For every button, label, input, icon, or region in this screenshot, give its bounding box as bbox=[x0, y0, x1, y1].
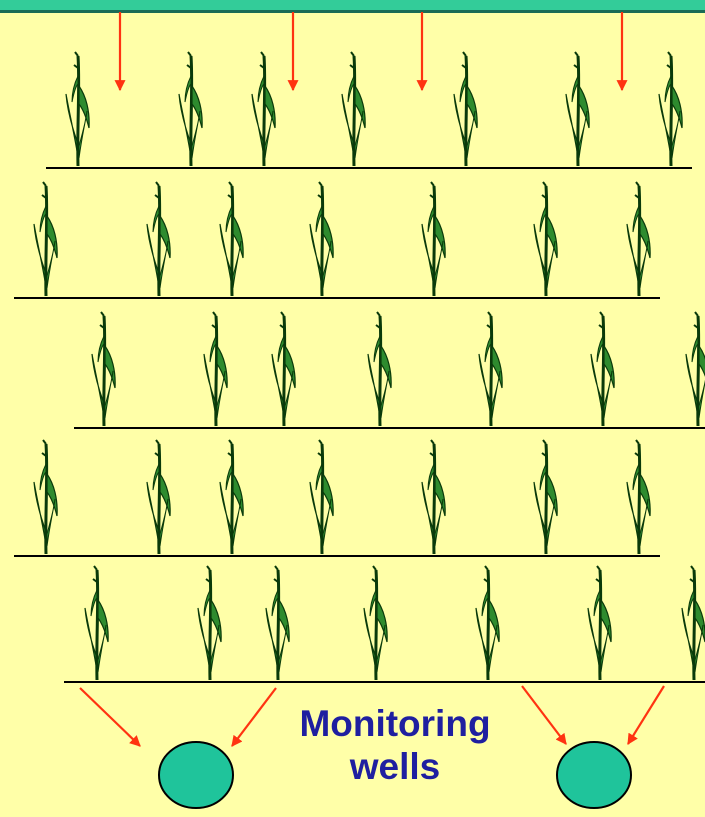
plant-icon bbox=[475, 565, 500, 681]
plant-icon bbox=[265, 565, 290, 681]
crop-row bbox=[64, 565, 705, 683]
label-line-2: wells bbox=[349, 746, 441, 787]
plant-icon bbox=[219, 439, 244, 555]
plant-icon bbox=[178, 51, 203, 167]
plant-icon bbox=[341, 51, 366, 167]
plant-icon bbox=[146, 439, 171, 555]
plant-icon bbox=[478, 311, 503, 427]
plant-icon bbox=[681, 565, 705, 681]
plant-icon bbox=[421, 181, 446, 297]
plant-icon bbox=[590, 311, 615, 427]
arrow-icon bbox=[627, 685, 665, 745]
plant-icon bbox=[33, 181, 58, 297]
plant-icon bbox=[219, 181, 244, 297]
plant-icon bbox=[309, 181, 334, 297]
plant-icon bbox=[533, 181, 558, 297]
plant-icon bbox=[91, 311, 116, 427]
plant-icon bbox=[309, 439, 334, 555]
plant-icon bbox=[626, 439, 651, 555]
plant-icon bbox=[65, 51, 90, 167]
crop-row bbox=[14, 181, 660, 299]
top-bar-edge bbox=[0, 10, 705, 13]
plant-icon bbox=[565, 51, 590, 167]
plant-icon bbox=[203, 311, 228, 427]
plant-icon bbox=[33, 439, 58, 555]
plant-icon bbox=[533, 439, 558, 555]
plant-icon bbox=[685, 311, 705, 427]
plant-icon bbox=[271, 311, 296, 427]
plant-icon bbox=[421, 439, 446, 555]
crop-row bbox=[46, 51, 692, 169]
plant-icon bbox=[84, 565, 109, 681]
plant-icon bbox=[626, 181, 651, 297]
plant-icon bbox=[587, 565, 612, 681]
well-icon bbox=[556, 741, 632, 809]
plant-icon bbox=[197, 565, 222, 681]
plant-icon bbox=[453, 51, 478, 167]
crop-row bbox=[14, 439, 660, 557]
plant-icon bbox=[146, 181, 171, 297]
label-line-1: Monitoring bbox=[299, 703, 491, 744]
arrow-icon bbox=[231, 687, 277, 747]
arrow-icon bbox=[521, 685, 567, 745]
plant-icon bbox=[251, 51, 276, 167]
plant-icon bbox=[363, 565, 388, 681]
crop-row bbox=[74, 311, 705, 429]
well-icon bbox=[158, 741, 234, 809]
top-bar bbox=[0, 0, 705, 12]
arrow-icon bbox=[79, 687, 141, 747]
plant-icon bbox=[658, 51, 683, 167]
plant-icon bbox=[367, 311, 392, 427]
monitoring-wells-label: Monitoring wells bbox=[280, 702, 510, 788]
